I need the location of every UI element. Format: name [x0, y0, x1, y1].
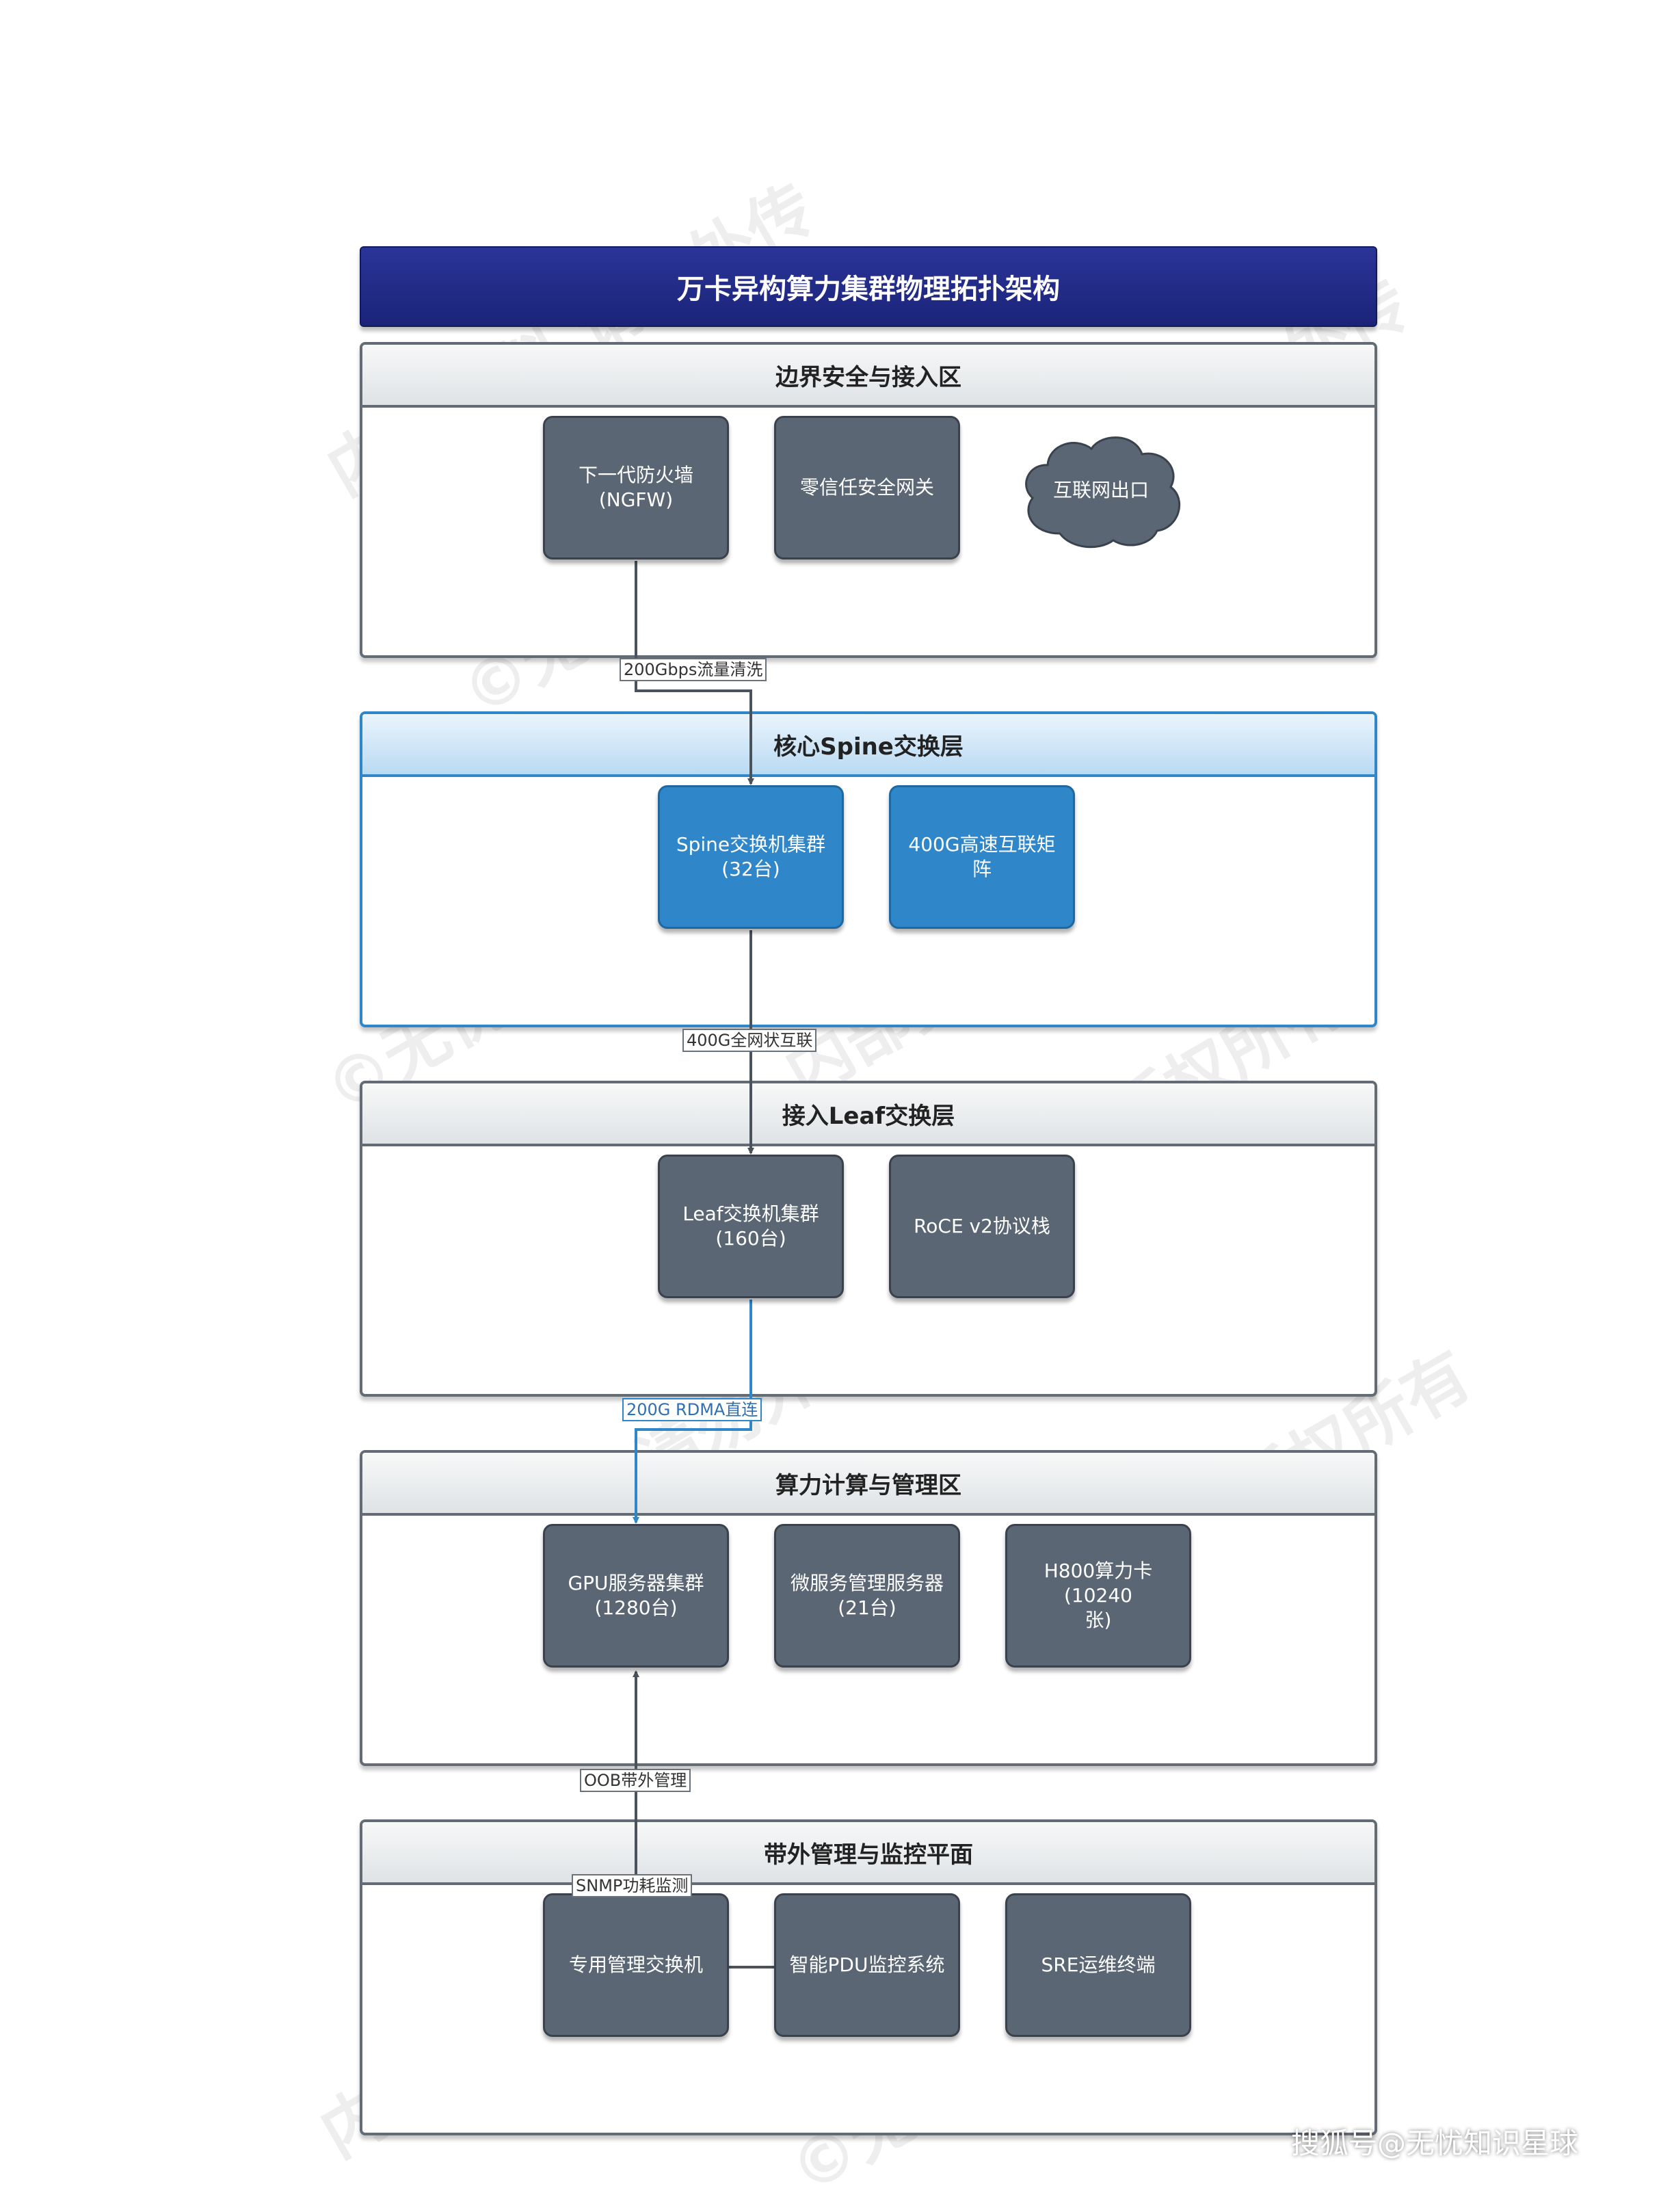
leaf-switch-cluster-node: Leaf交换机集群 (160台)	[658, 1155, 844, 1298]
zone-title: 边界安全与接入区	[362, 345, 1374, 408]
sre-terminal-node: SRE运维终端	[1005, 1893, 1191, 2037]
zone-title: 接入Leaf交换层	[362, 1083, 1374, 1146]
connection-label: SNMP功耗监测	[572, 1874, 693, 1897]
pdu-monitoring-node: 智能PDU监控系统	[774, 1893, 960, 2037]
connection-label: 200G RDMA直连	[622, 1398, 762, 1421]
connection-label: 200Gbps流量清洗	[620, 658, 767, 681]
h800-card-node: H800算力卡(10240 张)	[1005, 1524, 1191, 1668]
interconnect-matrix-node: 400G高速互联矩阵	[889, 785, 1075, 929]
link-firewall-to-spine	[635, 561, 754, 785]
management-switch-node: 专用管理交换机	[543, 1893, 729, 2037]
zero-trust-gateway-node: 零信任安全网关	[774, 416, 960, 559]
zone-leaf: 接入Leaf交换层	[360, 1081, 1377, 1397]
spine-switch-cluster-node: Spine交换机集群 (32台)	[658, 785, 844, 929]
gpu-server-cluster-node: GPU服务器集群 (1280台)	[543, 1524, 729, 1668]
microservice-server-node: 微服务管理服务器 (21台)	[774, 1524, 960, 1668]
source-attribution: 搜狐号@无忧知识星球	[1291, 2127, 1579, 2160]
zone-spine: 核心Spine交换层	[360, 711, 1377, 1027]
diagram-title: 万卡异构算力集群物理拓扑架构	[360, 246, 1377, 327]
connector-lines	[633, 561, 775, 1969]
zone-title: 核心Spine交换层	[362, 714, 1374, 777]
zone-title: 带外管理与监控平面	[362, 1822, 1374, 1885]
connection-label: 400G全网状互联	[682, 1029, 817, 1052]
link-leaf-to-gpu	[633, 1300, 752, 1524]
roce-protocol-stack-node: RoCE v2协议栈	[889, 1155, 1075, 1298]
internet-egress-label: 互联网出口	[1052, 479, 1149, 501]
internet-cloud-icon	[1025, 436, 1181, 549]
connection-label: OOB带外管理	[580, 1769, 691, 1792]
zone-title: 算力计算与管理区	[362, 1453, 1374, 1516]
firewall-node: 下一代防火墙 (NGFW)	[543, 416, 729, 559]
